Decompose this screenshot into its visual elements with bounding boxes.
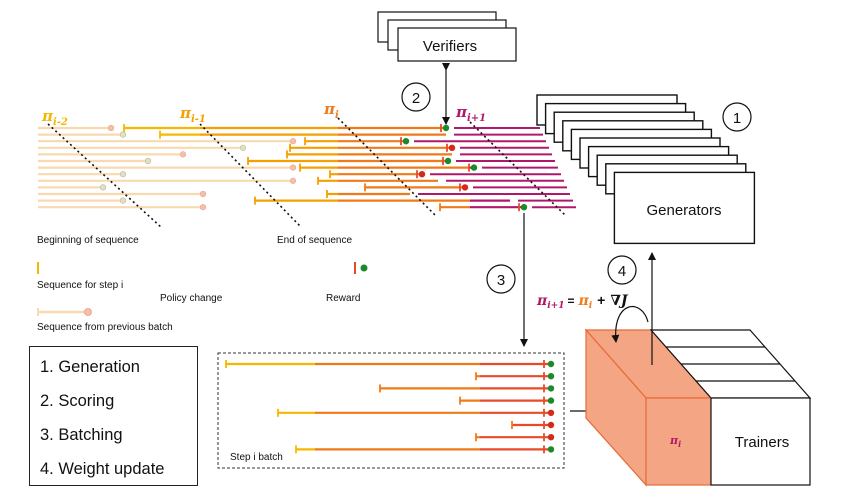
batch-reward-dot: [547, 385, 555, 392]
previous-reward-dot: [99, 184, 107, 191]
beginning-of-sequence-label: Beginning of sequence: [37, 235, 139, 246]
previous-reward-dot: [289, 138, 297, 145]
legend-weight-update: 4. Weight update: [40, 460, 165, 478]
previous-reward-dot: [239, 144, 247, 151]
policy-boundaries: [47, 117, 567, 229]
reward-dot: [461, 184, 469, 191]
reward-dot: [442, 124, 450, 132]
policy-change-label: Policy change: [160, 293, 223, 304]
svg-text:3: 3: [497, 272, 505, 289]
legend-batching: 3. Batching: [40, 426, 123, 444]
reward-label: Reward: [326, 293, 360, 304]
previous-reward-dot: [144, 157, 152, 165]
generators-stack: Generators: [536, 94, 756, 245]
legend-generation: 1. Generation: [40, 358, 140, 376]
trainers-label: Trainers: [735, 434, 789, 451]
policy-label-i: πi: [323, 100, 339, 121]
update-curve-arrow: [611, 305, 649, 343]
batch-reward-dot: [547, 434, 555, 441]
sequence-step-label: Sequence for step i: [37, 280, 123, 291]
step-4-badge: 4: [607, 255, 637, 285]
generator-front: [613, 171, 756, 245]
previous-reward-dot: [119, 197, 127, 204]
sequence-previous-label: Sequence from previous batch: [37, 322, 173, 333]
step-2-badge: 2: [401, 82, 431, 112]
previous-reward-dot: [289, 177, 297, 184]
policy-label-i-2: πi-2: [41, 107, 68, 128]
batch-reward-dot: [547, 360, 555, 368]
reward-dot: [444, 157, 452, 165]
previous-reward-dot: [179, 151, 187, 158]
reward-dot: [470, 164, 478, 171]
verifiers-stack: Verifiers: [377, 11, 517, 62]
reward-dot: [448, 144, 456, 151]
step-3-badge: 3: [486, 264, 516, 294]
reward-dot: [418, 171, 426, 178]
batch-reward-dot: [547, 373, 555, 380]
trainer-policy-label: πi: [669, 434, 681, 449]
reward-dot: [402, 138, 410, 145]
batch-reward-dot: [547, 397, 555, 404]
previous-reward-dot: [289, 164, 297, 171]
update-rule: πi+1=πi+∇J: [536, 292, 629, 311]
trainers-block: πi Trainers: [584, 328, 812, 487]
verifiers-label: Verifiers: [423, 38, 477, 55]
svg-text:1: 1: [733, 110, 741, 127]
legend-scoring: 2. Scoring: [40, 392, 115, 410]
batch-reward-dot: [547, 446, 555, 453]
previous-reward-dot: [107, 124, 115, 132]
policy-label-i+1: πi+1: [455, 103, 486, 124]
example-sequence: [37, 262, 368, 274]
previous-reward-dot: [199, 190, 207, 198]
batch-sequences: [225, 360, 555, 454]
batch-reward-dot: [547, 421, 555, 429]
step-batch-label: Step i batch: [230, 452, 283, 463]
previous-batch-sequence: [37, 308, 92, 316]
steps-legend: 1. Generation 2. Scoring 3. Batching 4. …: [29, 346, 198, 486]
end-of-sequence-label: End of sequence: [277, 235, 352, 246]
step-batch-box: [217, 352, 565, 469]
reward-dot: [520, 204, 528, 211]
previous-reward-dot: [199, 204, 207, 211]
svg-text:2: 2: [412, 90, 420, 107]
batch-reward-dot: [547, 409, 555, 416]
generators-label: Generators: [646, 202, 721, 219]
previous-reward-dot: [119, 171, 127, 178]
previous-reward-dot: [119, 131, 127, 138]
policy-label-i-1: πi-1: [179, 104, 206, 125]
svg-text:4: 4: [618, 263, 626, 280]
sequence-lines: [38, 124, 576, 212]
step-1-badge: 1: [722, 102, 752, 132]
